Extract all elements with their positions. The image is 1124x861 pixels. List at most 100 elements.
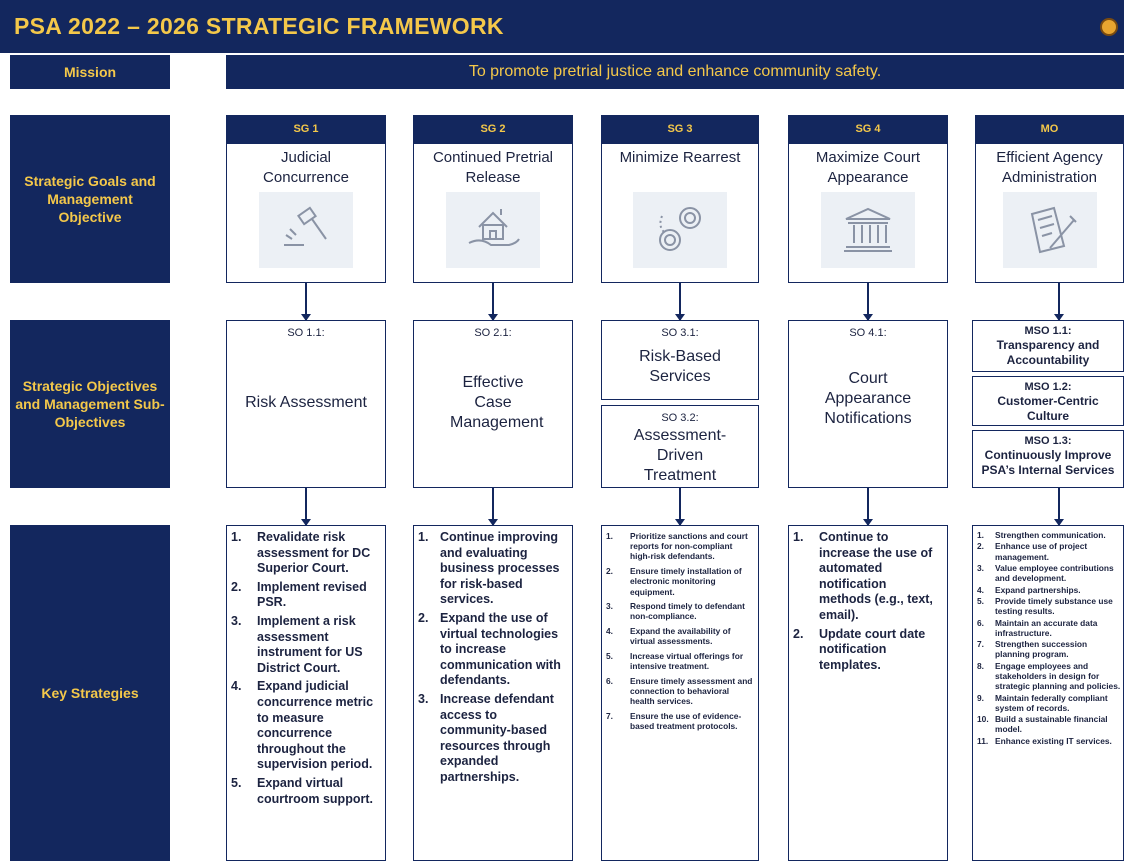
- objective-code: MSO 1.1:: [1024, 325, 1072, 337]
- strategy-text: Enhance existing IT services.: [995, 735, 1112, 746]
- strategy-text: Continue improving and evaluating busine…: [440, 530, 560, 607]
- strategy-item: 4. Expand judicial concurrence metric to …: [231, 679, 379, 773]
- strategy-item: 11.Enhance existing IT services.: [977, 736, 1121, 746]
- strategy-item: 2.Ensure timely installation of electron…: [606, 566, 754, 597]
- strategy-item: 5.Expand virtual courtroom support.: [231, 776, 379, 807]
- strategy-number: 2.: [793, 626, 804, 641]
- objective-so1-1: SO 1.1: Risk Assessment: [226, 320, 386, 488]
- strategy-item: 1.Continue to increase the use of automa…: [793, 530, 941, 624]
- strategy-item: 3. Increase defendant access to community…: [418, 692, 566, 786]
- objective-name: Risk Assessment: [245, 394, 367, 411]
- strategies-sg3: 1.Prioritize sanctions and court reports…: [601, 525, 759, 861]
- objective-mso1-1: MSO 1.1: Transparency and Accountability: [972, 320, 1124, 372]
- strategy-list: 1.Continue to increase the use of automa…: [793, 530, 941, 673]
- goal-box-sg3: Minimize Rearrest: [601, 143, 759, 283]
- strategy-text: Update court date notification templates…: [819, 626, 926, 672]
- strategy-item: 2. Expand the use of virtual technologies…: [418, 611, 566, 689]
- objective-code: SO 1.1:: [287, 327, 325, 339]
- strategy-item: 3.Value employee contributions and devel…: [977, 563, 1121, 583]
- strategies-sg4: 1.Continue to increase the use of automa…: [788, 525, 948, 861]
- objective-so3-1: SO 3.1: Risk-Based Services: [601, 320, 759, 400]
- strategy-number: 8.: [977, 660, 984, 671]
- strategy-text: Expand judicial concurrence metric to me…: [257, 679, 374, 772]
- strategy-text: Strengthen succession planning program.: [995, 639, 1088, 660]
- strategy-item: 8.Engage employees and stakeholders in d…: [977, 661, 1121, 692]
- page-title: PSA 2022 – 2026 STRATEGIC FRAMEWORK: [14, 13, 504, 39]
- strategy-item: 1.Strengthen communication.: [977, 530, 1121, 540]
- objective-code: SO 4.1:: [849, 327, 887, 339]
- connector-arrow: [863, 488, 873, 526]
- goal-title: Continued Pretrial Release: [432, 149, 554, 186]
- strategy-item: 3.Respond timely to defendant non-compli…: [606, 601, 754, 621]
- goal-header-sg1: SG 1: [226, 115, 386, 143]
- strategy-text: Ensure timely assessment and connection …: [630, 675, 753, 707]
- strategy-number: 3.: [977, 562, 984, 573]
- strategy-item: 3. Implement a risk assessment instrument…: [231, 614, 379, 676]
- strategies-mo: 1.Strengthen communication.2.Enhance use…: [972, 525, 1124, 861]
- strategy-text: Expand partnerships.: [995, 584, 1081, 595]
- strategy-number: 3.: [418, 691, 429, 706]
- strategy-number: 3.: [231, 613, 242, 628]
- strategy-number: 4.: [606, 626, 613, 637]
- connector-arrow: [863, 283, 873, 321]
- objective-name: Continuously Improve PSA’s Internal Serv…: [981, 448, 1115, 477]
- strategy-text: Expand the use of virtual technologies t…: [440, 610, 561, 688]
- strategy-number: 6.: [606, 675, 613, 686]
- goal-box-sg2: Continued Pretrial Release: [413, 143, 573, 283]
- strategy-item: 7. Ensure the use of evidence-based treat…: [606, 711, 754, 731]
- objective-mso1-2: MSO 1.2: Customer-Centric Culture: [972, 376, 1124, 426]
- strategy-number: 5.: [606, 651, 613, 662]
- strategy-item: 5. Increase virtual offerings for intensi…: [606, 651, 754, 671]
- strategy-text: Implement a risk assessment instrument f…: [257, 613, 363, 675]
- objective-name: Court Appearance Notifications: [824, 370, 912, 427]
- strategy-list: 1.Revalidate risk assessment for DC Supe…: [231, 530, 379, 807]
- row-label-strategies: Key Strategies: [10, 525, 170, 861]
- strategy-text: Increase virtual offerings for intensive…: [630, 651, 744, 672]
- connector-arrow: [488, 488, 498, 526]
- strategy-number: 7.: [606, 711, 613, 722]
- house-in-hand-icon: [446, 192, 540, 268]
- strategy-list: 1.Strengthen communication.2.Enhance use…: [977, 530, 1121, 746]
- strategy-number: 4.: [231, 679, 242, 694]
- strategy-text: Increase defendant access to community-b…: [440, 691, 554, 784]
- connector-arrow: [675, 488, 685, 526]
- handcuffs-icon: [633, 192, 727, 268]
- objective-code: SO 2.1:: [474, 327, 512, 339]
- mission-statement: To promote pretrial justice and enhance …: [226, 55, 1124, 89]
- objective-code: SO 3.1:: [661, 327, 699, 339]
- strategy-item: 6. Ensure timely assessment and connectio…: [606, 676, 754, 707]
- goal-title: Judicial Concurrence: [263, 149, 349, 186]
- strategy-item: 10. Build a sustainable financial model.: [977, 714, 1121, 734]
- strategy-number: 1.: [977, 530, 984, 540]
- strategy-number: 5.: [977, 595, 984, 606]
- strategy-text: Build a sustainable financial model.: [995, 714, 1108, 735]
- strategy-list: 1.Continue improving and evaluating busi…: [418, 530, 566, 786]
- strategy-text: Prioritize sanctions and court reports f…: [630, 531, 748, 562]
- objective-code: SO 3.2:: [661, 412, 699, 424]
- objective-so2-1: SO 2.1: Effective Case Management: [413, 320, 573, 488]
- strategy-item: 2.Implement revised PSR.: [231, 580, 379, 611]
- goal-header-sg2: SG 2: [413, 115, 573, 143]
- strategy-number: 5.: [231, 775, 242, 790]
- objective-name: Transparency and Accountability: [996, 338, 1100, 367]
- strategy-item: 2. Update court date notification templat…: [793, 627, 941, 674]
- strategy-number: 2.: [418, 610, 429, 625]
- gavel-icon: [259, 192, 353, 268]
- strategy-number: 4.: [977, 584, 984, 595]
- objective-name: Assessment-Driven Treatment: [633, 427, 727, 484]
- goal-header-mo: MO: [975, 115, 1124, 143]
- strategy-item: 1.Continue improving and evaluating busi…: [418, 530, 566, 608]
- objective-code: MSO 1.2:: [1024, 381, 1072, 393]
- courthouse-icon: [821, 192, 915, 268]
- strategy-number: 2.: [977, 541, 984, 552]
- mission-label: Mission: [10, 55, 170, 89]
- strategy-number: 10.: [977, 714, 989, 725]
- goal-title: Efficient Agency Administration: [996, 149, 1103, 186]
- strategies-sg2: 1.Continue improving and evaluating busi…: [413, 525, 573, 861]
- strategy-item: 1.Prioritize sanctions and court reports…: [606, 531, 754, 562]
- strategy-text: Implement revised PSR.: [257, 579, 367, 610]
- objective-name: Customer-Centric Culture: [997, 394, 1099, 423]
- strategy-number: 7.: [977, 639, 984, 650]
- strategy-text: Respond timely to defendant non-complian…: [630, 601, 745, 622]
- strategy-text: Ensure the use of evidence-based treatme…: [630, 711, 742, 732]
